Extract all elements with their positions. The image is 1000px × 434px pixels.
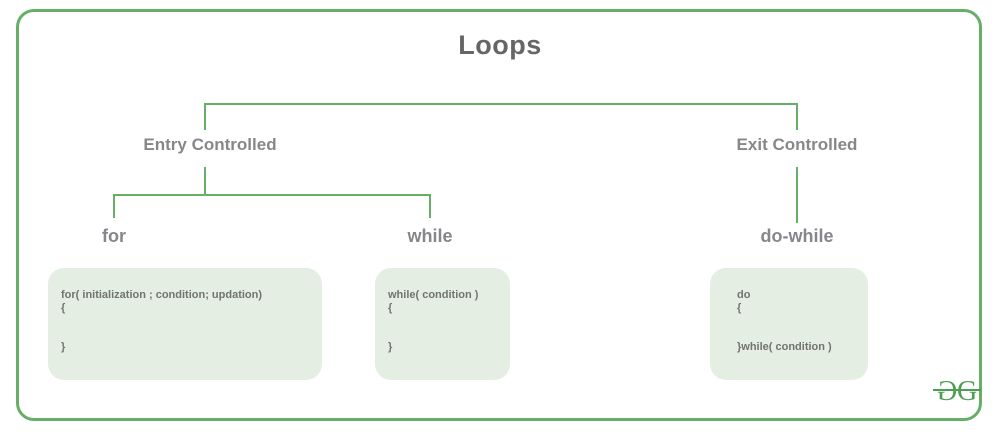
connector-top-horizontal xyxy=(204,103,798,105)
diagram-title: Loops xyxy=(458,30,542,60)
leaf-label-while: while xyxy=(407,226,453,246)
connector-for-drop xyxy=(113,194,115,218)
while-code-box: while( condition ) { } xyxy=(375,268,510,380)
connector-entry-drop xyxy=(204,103,206,130)
for-code-box: for( initialization ; condition; updatio… xyxy=(48,268,322,380)
logo-g-mirrored: G xyxy=(938,376,957,407)
connector-dowhile-drop xyxy=(796,167,798,223)
connector-exit-drop xyxy=(796,103,798,130)
logo-strike-line xyxy=(933,389,981,391)
do-while-code-text: do { }while( condition ) xyxy=(737,289,832,353)
connector-while-drop xyxy=(429,194,431,218)
logo-g: G xyxy=(957,376,977,407)
do-while-code-box: do { }while( condition ) xyxy=(710,268,868,380)
outer-border xyxy=(16,9,982,421)
leaf-label-for: for xyxy=(102,226,126,246)
for-code-text: for( initialization ; condition; updatio… xyxy=(61,289,263,353)
branch-label-entry-controlled: Entry Controlled xyxy=(143,135,277,154)
connector-entry-horizontal xyxy=(113,194,431,196)
geeksforgeeks-logo: GG xyxy=(933,376,981,407)
branch-label-exit-controlled: Exit Controlled xyxy=(736,135,858,154)
leaf-label-do-while: do-while xyxy=(760,226,834,246)
connector-entry-down xyxy=(204,167,206,196)
while-code-text: while( condition ) { } xyxy=(388,289,479,353)
